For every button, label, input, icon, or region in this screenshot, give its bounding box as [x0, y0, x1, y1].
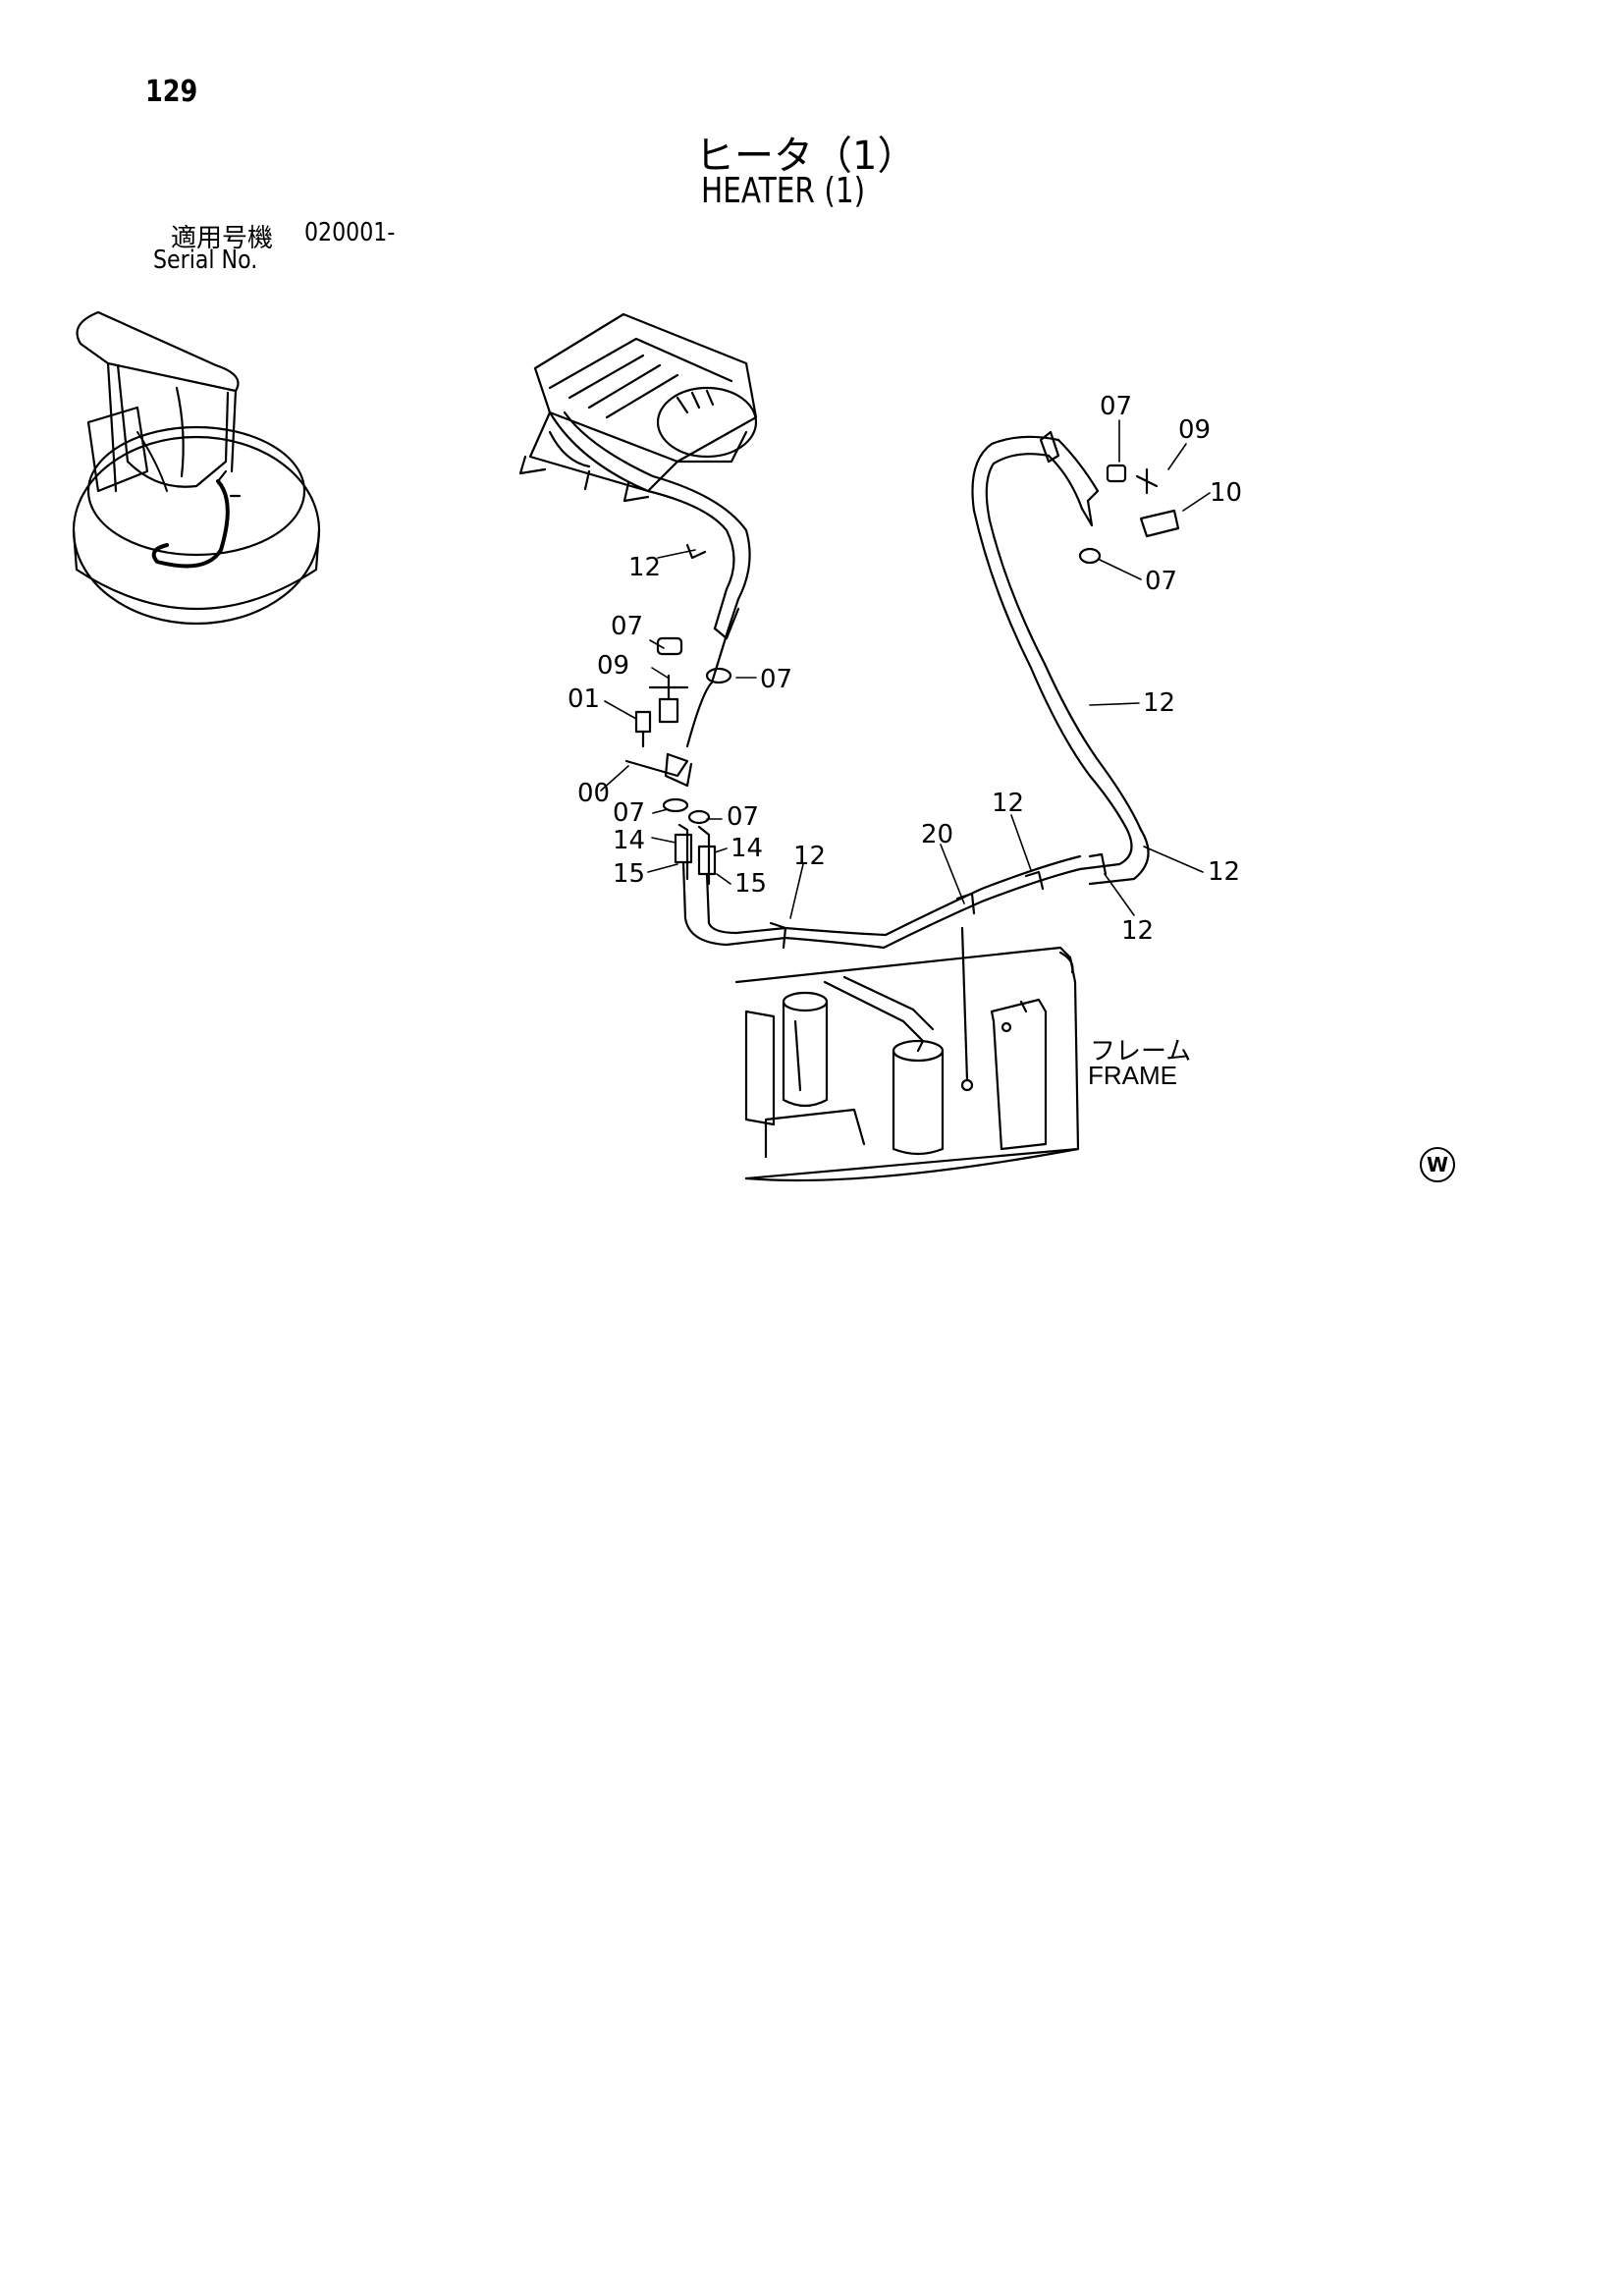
- callout-12: 12: [1121, 916, 1154, 946]
- callout-14: 14: [730, 834, 763, 863]
- callout-12: 12: [793, 842, 826, 871]
- callout-15: 15: [613, 859, 645, 889]
- callout-20: 20: [921, 820, 953, 849]
- callout-00: 00: [577, 779, 610, 808]
- frame-label-english: FRAME: [1088, 1061, 1177, 1090]
- callout-07: 07: [1100, 392, 1132, 421]
- callout-leader-lines: [600, 419, 1211, 919]
- callout-12: 12: [1208, 857, 1240, 887]
- title-japanese: ヒータ（1）: [695, 134, 917, 179]
- callout-07: 07: [613, 798, 645, 828]
- frame-label-japanese: フレーム: [1090, 1037, 1192, 1066]
- valve-and-fittings-right: [1078, 464, 1180, 565]
- serial-label-japanese: 適用号機: [171, 224, 274, 253]
- callout-12: 12: [628, 553, 661, 582]
- frame-structure: [734, 926, 1080, 1182]
- callout-07: 07: [760, 665, 792, 694]
- serial-label-english: Serial No.: [153, 246, 258, 275]
- left-hose-assembly: [548, 410, 751, 748]
- heater-unit: [518, 312, 758, 503]
- callout-09: 09: [597, 651, 629, 681]
- title-english: HEATER (1): [701, 171, 866, 211]
- callout-01: 01: [568, 684, 600, 714]
- main-hose-run: [683, 852, 1108, 950]
- callout-07: 07: [727, 802, 759, 832]
- callout-07: 07: [1145, 567, 1177, 596]
- serial-number-value: 020001-: [304, 218, 396, 247]
- circled-w-mark: W: [1420, 1147, 1455, 1182]
- right-hose-assembly: [971, 430, 1150, 886]
- page-number: 129: [145, 75, 198, 109]
- callout-12: 12: [1143, 688, 1175, 718]
- callout-07: 07: [611, 612, 643, 641]
- callout-14: 14: [613, 826, 645, 855]
- callout-09: 09: [1178, 415, 1211, 445]
- valve-and-fittings-left: [624, 636, 732, 925]
- callout-15: 15: [734, 869, 767, 899]
- machine-overview-illustration: [72, 310, 321, 626]
- callout-10: 10: [1210, 478, 1242, 508]
- callout-labels: 12 07 09 07 01 00 07 07 14 14 15 15 12 2…: [568, 392, 1242, 946]
- callout-12: 12: [992, 789, 1024, 818]
